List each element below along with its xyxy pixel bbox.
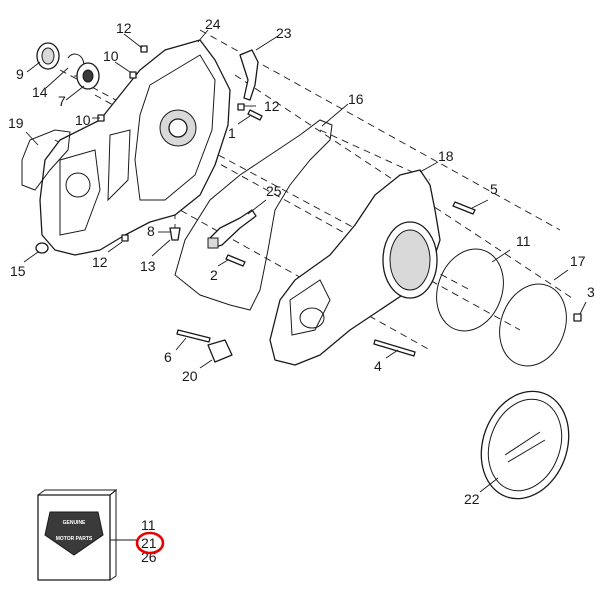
spacer-20[interactable] (207, 339, 233, 363)
leader-lines (23, 29, 587, 493)
callout-7: 7 (58, 93, 66, 109)
callout-6: 6 (164, 349, 172, 365)
inner-primary-cover[interactable] (39, 39, 231, 256)
chain-adjuster-part[interactable] (207, 209, 257, 249)
bolt-4[interactable] (373, 339, 416, 357)
dowel-part[interactable] (35, 242, 49, 254)
logo-text-bottom: MOTOR PARTS (56, 536, 93, 542)
hose-nipple-part[interactable] (239, 49, 259, 101)
callout-5: 5 (490, 181, 498, 197)
highlight-circle (135, 531, 165, 555)
callout-15: 15 (10, 263, 26, 279)
callout-19: 19 (8, 115, 24, 131)
bolt-5[interactable] (452, 201, 476, 215)
callout-labels: 12 24 23 10 9 14 7 12 16 19 10 1 18 25 5… (8, 16, 595, 565)
callout-4: 4 (374, 358, 382, 374)
small-fasteners[interactable] (97, 45, 263, 242)
gasket-17[interactable] (489, 275, 578, 376)
callout-20: 20 (182, 368, 198, 384)
callout-9: 9 (16, 66, 24, 82)
callout-14: 14 (32, 84, 48, 100)
callout-17: 17 (570, 253, 586, 269)
callout-10-mid: 10 (75, 112, 91, 128)
callout-24: 24 (205, 16, 221, 32)
callout-23: 23 (276, 25, 292, 41)
callout-21: 21 (141, 535, 157, 551)
callout-25: 25 (266, 183, 282, 199)
callout-18: 18 (438, 148, 454, 164)
logo-text-top: GENUINE (63, 520, 86, 526)
screw-3[interactable] (573, 313, 582, 322)
callout-12-mid: 12 (264, 98, 280, 114)
parts-kit-box[interactable]: GENUINE MOTOR PARTS (37, 488, 138, 581)
o-ring-11[interactable] (426, 240, 515, 341)
screw-2[interactable] (225, 254, 246, 267)
derby-cover[interactable] (467, 379, 584, 511)
callout-2: 2 (210, 267, 218, 283)
bolt-6[interactable] (176, 329, 211, 343)
seal-part[interactable] (36, 42, 60, 70)
outer-primary-cover[interactable] (269, 169, 441, 366)
callout-16: 16 (348, 91, 364, 107)
callout-1: 1 (228, 125, 236, 141)
callout-10-top: 10 (103, 48, 119, 64)
callout-3: 3 (587, 284, 595, 300)
callout-12-low: 12 (92, 254, 108, 270)
callout-11-right: 11 (516, 233, 531, 249)
callout-13: 13 (140, 258, 156, 274)
callout-22: 22 (464, 491, 480, 507)
gasket-16[interactable] (174, 119, 333, 311)
callout-8: 8 (147, 223, 155, 239)
bearing-part[interactable] (76, 62, 100, 90)
gasket-19[interactable] (21, 129, 71, 191)
callout-12-top: 12 (116, 20, 132, 36)
callout-11-kit: 11 (141, 517, 156, 533)
